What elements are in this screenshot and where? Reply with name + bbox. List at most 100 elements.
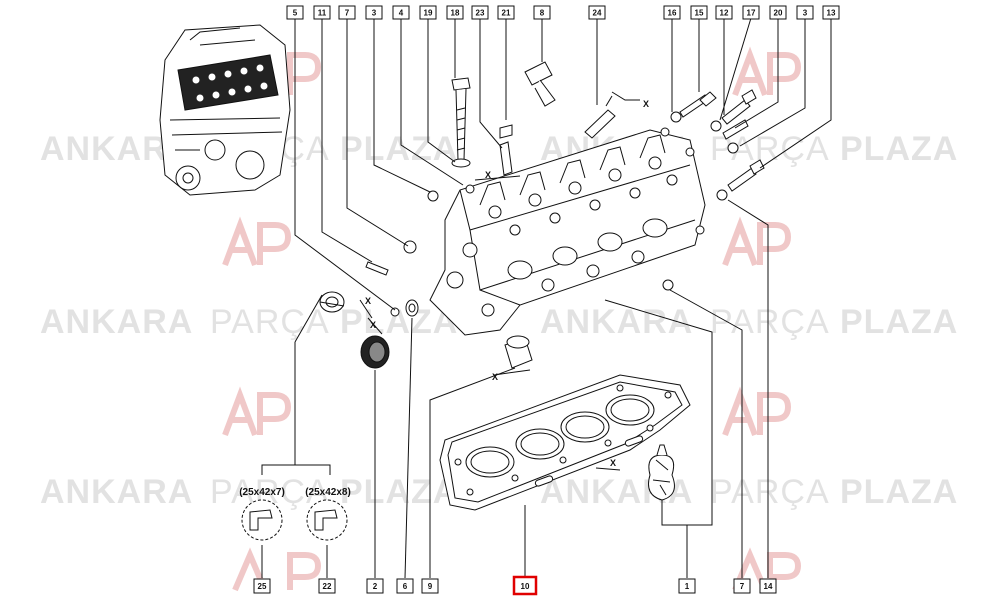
- wm-ankara-3: ANKARA: [40, 303, 193, 341]
- svg-text:21: 21: [502, 9, 511, 18]
- svg-text:23: 23: [476, 9, 485, 18]
- svg-text:13: 13: [827, 9, 836, 18]
- engine-thumbnail: [159, 24, 291, 196]
- wm-logo-2: [732, 46, 802, 97]
- stud-20: [722, 119, 749, 140]
- callout-top-15: 17: [742, 5, 760, 20]
- svg-text:22: 22: [323, 582, 332, 591]
- valve-guide: [499, 141, 513, 176]
- svg-text:24: 24: [593, 9, 602, 18]
- svg-text:12: 12: [720, 9, 729, 18]
- callout-bottom-9: 14: [759, 578, 777, 594]
- dowel-8: [524, 61, 556, 107]
- seal-size-1: (25x42x7): [239, 487, 285, 498]
- svg-text:6: 6: [403, 582, 408, 591]
- svg-text:9: 9: [428, 582, 433, 591]
- callout-top-11: 24: [588, 5, 606, 20]
- head-bolt: [451, 77, 471, 168]
- wm-logo-8: [732, 547, 802, 592]
- seal-details: (25x42x7) (25x42x8): [239, 487, 351, 541]
- wm-plaza-5: PLAZA: [340, 473, 458, 511]
- svg-text:11: 11: [318, 9, 327, 18]
- callout-top-7: 18: [446, 5, 464, 20]
- callout-top-18: 13: [822, 5, 840, 20]
- x-marker: X: [610, 458, 616, 468]
- x-marker: X: [643, 99, 649, 109]
- x-marker: X: [485, 170, 491, 180]
- wm-logo-4: [722, 216, 792, 267]
- svg-text:25: 25: [258, 582, 267, 591]
- svg-text:2: 2: [373, 582, 378, 591]
- watermark-row-2: ANKARA PARÇA PLAZA ANKARA PARÇA PLAZA: [40, 303, 958, 341]
- svg-text:16: 16: [668, 9, 677, 18]
- leader-lines: [261, 17, 832, 579]
- wm-plaza: PLAZA: [340, 130, 458, 168]
- head-gasket: [439, 374, 691, 511]
- wm-parca-3: PARÇA: [210, 303, 330, 341]
- x-markers: X X X X X X: [359, 91, 649, 471]
- gasket-bag: [648, 444, 675, 501]
- oil-seal-upper: [319, 291, 345, 313]
- wm-plaza-6: PLAZA: [840, 473, 958, 511]
- svg-text:18: 18: [451, 9, 460, 18]
- watermark-logos: [222, 46, 802, 592]
- wm-ankara-4: ANKARA: [540, 303, 693, 341]
- callout-top-3: 7: [338, 5, 356, 20]
- wm-parca-4: PARÇA: [710, 303, 830, 341]
- plug-21: [499, 124, 513, 139]
- callout-top-6: 19: [419, 5, 437, 20]
- svg-text:15: 15: [695, 9, 704, 18]
- callout-top-17: 3: [796, 5, 814, 20]
- callout-top-14: 12: [715, 5, 733, 20]
- wm-logo-6: [722, 386, 792, 437]
- x-marker: X: [492, 372, 498, 382]
- callout-top-2: 11: [313, 5, 331, 20]
- wm-plaza-4: PLAZA: [840, 303, 958, 341]
- wm-logo-5: [222, 386, 292, 437]
- callout-top-8: 23: [471, 5, 489, 20]
- x-marker: X: [370, 320, 376, 330]
- callout-bottom-highlighted: 10: [512, 575, 538, 596]
- callout-top-5: 4: [392, 5, 410, 20]
- svg-text:4: 4: [399, 9, 404, 18]
- outlet-9: [504, 335, 533, 369]
- callout-top-9: 21: [497, 5, 515, 20]
- callout-bottom-8: 7: [733, 578, 751, 594]
- callout-top-4: 3: [365, 5, 383, 20]
- stud-17: [721, 99, 751, 125]
- svg-text:10: 10: [521, 582, 530, 591]
- callout-bottom-4: 6: [396, 578, 414, 594]
- injector: [584, 109, 616, 139]
- callout-bottom-7: 1: [678, 578, 696, 594]
- callout-top-13: 15: [690, 5, 708, 20]
- wm-plaza-2: PLAZA: [840, 130, 958, 168]
- svg-text:20: 20: [774, 9, 783, 18]
- svg-text:3: 3: [803, 9, 808, 18]
- callout-bottom-1: 25: [253, 578, 271, 594]
- svg-text:7: 7: [740, 582, 745, 591]
- callout-bottom-2: 22: [318, 578, 336, 594]
- wm-plaza-3: PLAZA: [340, 303, 458, 341]
- callout-top-1: 5: [286, 5, 304, 20]
- callouts-bottom: 25 22 2 6 9 10 1 7 14: [253, 575, 777, 596]
- callout-top-12: 16: [663, 5, 681, 20]
- x-marker: X: [365, 296, 371, 306]
- seal-size-2: (25x42x8): [305, 487, 351, 498]
- wm-logo-3: [222, 216, 292, 267]
- callouts-top: 5 11 7 3 4 19 18 23 21 8 24 16 15 12 17 …: [286, 5, 840, 20]
- svg-text:5: 5: [293, 9, 298, 18]
- callout-bottom-3: 2: [366, 578, 384, 594]
- svg-text:7: 7: [345, 9, 350, 18]
- wm-ankara-5: ANKARA: [40, 473, 193, 511]
- small-parts: [319, 61, 765, 501]
- stud-11: [365, 261, 389, 276]
- callout-top-10: 8: [533, 5, 551, 20]
- svg-text:1: 1: [685, 582, 690, 591]
- cylinder-head: [429, 127, 706, 336]
- wm-parca-6: PARÇA: [710, 473, 830, 511]
- svg-text:3: 3: [372, 9, 377, 18]
- wm-logo-7: [232, 547, 322, 592]
- callout-bottom-5: 9: [421, 578, 439, 594]
